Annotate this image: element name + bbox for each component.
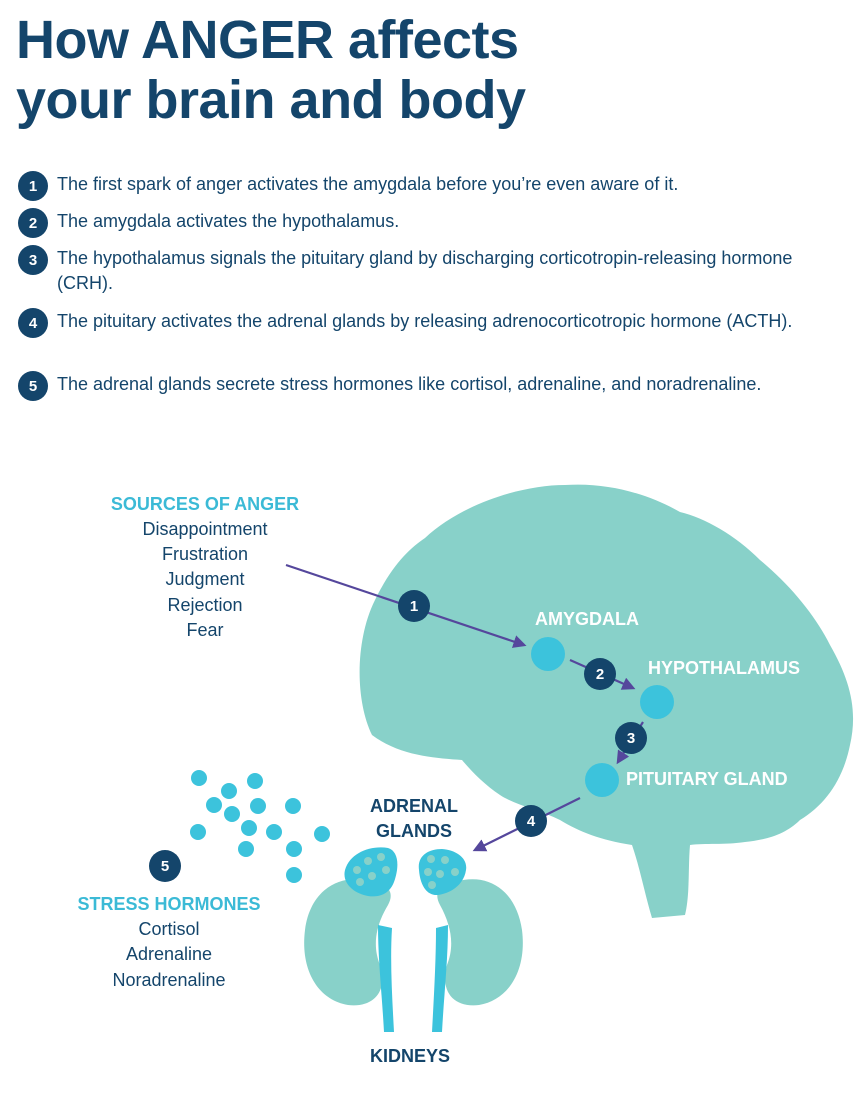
hormone-particles — [190, 770, 330, 883]
source-item: Rejection — [167, 595, 242, 615]
step-text: The pituitary activates the adrenal glan… — [57, 311, 793, 331]
amygdala-label: AMYGDALA — [535, 609, 639, 629]
marker-4: 4 — [515, 805, 547, 837]
step-number-badge: 2 — [18, 208, 48, 238]
step-text: The hypothalamus signals the pituitary g… — [57, 248, 793, 293]
stress-item: Cortisol — [138, 919, 199, 939]
step-item: 1 The first spark of anger activates the… — [18, 171, 837, 201]
marker-3-label: 3 — [627, 730, 635, 747]
marker-5-label: 5 — [161, 858, 169, 875]
step-item: 5 The adrenal glands secrete stress horm… — [18, 371, 837, 401]
step-item: 2 The amygdala activates the hypothalamu… — [18, 208, 837, 238]
marker-2: 2 — [584, 658, 616, 690]
right-kidney — [432, 879, 523, 1032]
pituitary-gland-label: PITUITARY GLAND — [626, 769, 788, 789]
step-item: 3 The hypothalamus signals the pituitary… — [18, 245, 837, 296]
step-number-badge: 5 — [18, 371, 48, 401]
step-text: The amygdala activates the hypothalamus. — [57, 211, 400, 231]
stress-heading: STRESS HORMONES — [77, 894, 260, 914]
adrenal-label-line2: GLANDS — [376, 821, 452, 841]
step-number-badge: 3 — [18, 245, 48, 275]
step-text: The adrenal glands secrete stress hormon… — [57, 374, 762, 394]
step-number-badge: 4 — [18, 308, 48, 338]
marker-4-label: 4 — [527, 813, 536, 830]
left-kidney — [304, 879, 394, 1032]
marker-2-label: 2 — [596, 666, 604, 683]
title-line-1: How ANGER affects — [16, 10, 519, 70]
amygdala-dot — [531, 637, 565, 671]
kidneys-label: KIDNEYS — [370, 1046, 450, 1066]
source-item: Frustration — [162, 544, 248, 564]
step-text: The first spark of anger activates the a… — [57, 174, 679, 194]
marker-3: 3 — [615, 722, 647, 754]
left-adrenal-gland — [344, 847, 398, 897]
marker-5: 5 — [149, 850, 181, 882]
source-item: Disappointment — [142, 519, 267, 539]
source-item: Fear — [186, 620, 223, 640]
marker-1: 1 — [398, 590, 430, 622]
sources-heading: SOURCES OF ANGER — [111, 494, 299, 514]
page-title: How ANGER affects your brain and body — [16, 10, 526, 130]
hypothalamus-label: HYPOTHALAMUS — [648, 658, 800, 678]
pituitary-gland-dot — [585, 763, 619, 797]
right-adrenal-gland — [418, 849, 467, 896]
adrenal-label-line1: ADRENAL — [370, 796, 458, 816]
step-number-badge: 1 — [18, 171, 48, 201]
source-item: Judgment — [165, 569, 244, 589]
brain-shape — [359, 484, 854, 918]
marker-1-label: 1 — [410, 598, 418, 615]
hypothalamus-dot — [640, 685, 674, 719]
stress-item: Adrenaline — [126, 944, 212, 964]
title-line-2: your brain and body — [16, 70, 526, 130]
step-item: 4 The pituitary activates the adrenal gl… — [18, 308, 837, 338]
anger-pathway-diagram: 1 2 3 4 5 AMYGDALA HYPOTHALAMUS PITUITAR… — [77, 484, 854, 1066]
stress-item: Noradrenaline — [112, 970, 225, 990]
